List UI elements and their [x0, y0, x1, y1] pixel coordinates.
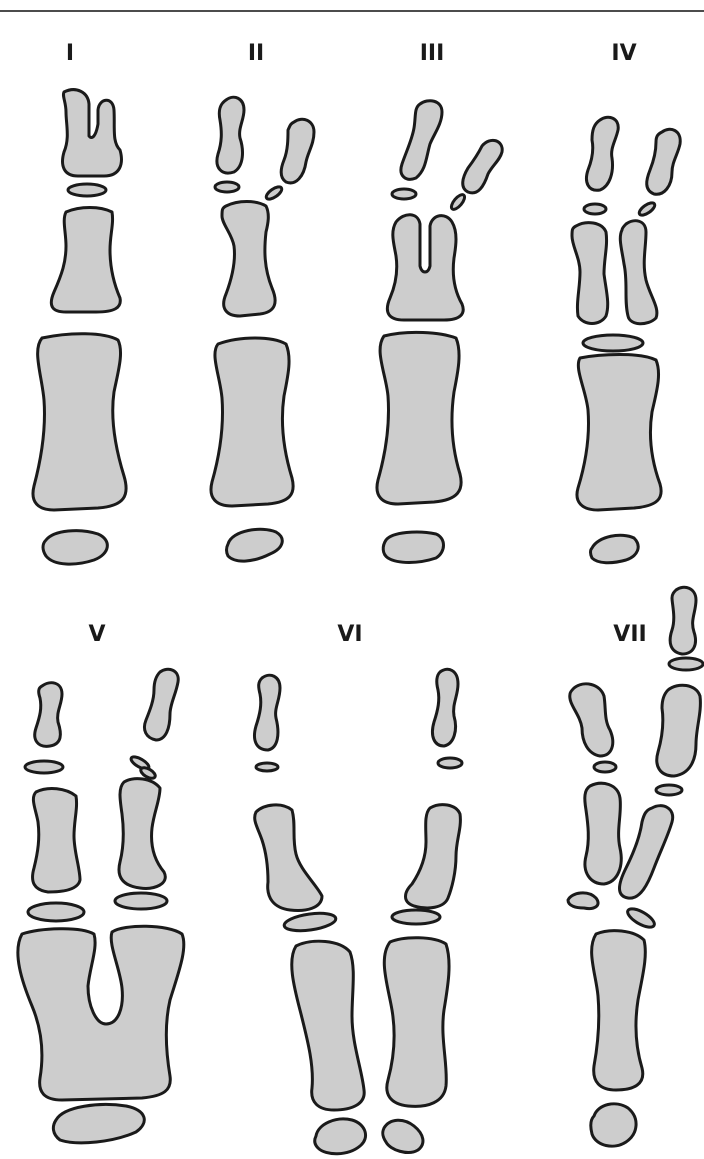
carpal-ulnar — [383, 1120, 423, 1152]
extra-phalanx — [657, 685, 701, 776]
panel-label-2: II — [248, 41, 264, 66]
distal-phalanx-bifid — [63, 90, 122, 176]
panel-2: II — [211, 41, 314, 561]
proximal-phalanx-bifid — [387, 215, 463, 320]
joint-space — [28, 903, 84, 921]
panel-3: III — [377, 41, 502, 563]
metacarpal-radial — [292, 941, 364, 1110]
proximal-phalanx — [51, 208, 120, 313]
distal-phalanx-ulnar — [647, 129, 680, 194]
joint-space — [392, 189, 416, 199]
metacarpal — [592, 931, 646, 1090]
joint-space — [584, 204, 606, 214]
panel-5: V — [18, 622, 184, 1143]
panel-label-3: III — [420, 41, 445, 66]
distal-phalanx-ulnar — [463, 140, 502, 193]
carpal — [383, 532, 443, 563]
distal-phalanx-ulnar — [281, 119, 314, 183]
joint-space — [215, 182, 239, 192]
distal-phalanx-radial — [35, 683, 62, 747]
joint-space — [392, 910, 440, 924]
proximal-phalanx-ulnar — [620, 221, 657, 324]
joint-space — [625, 905, 657, 930]
metacarpal — [211, 338, 293, 506]
panel-6: VI — [255, 622, 463, 1154]
carpal — [43, 531, 107, 564]
joint-space — [637, 201, 656, 218]
carpal — [591, 535, 639, 563]
metacarpal-bifid — [18, 926, 184, 1100]
carpal — [591, 1104, 636, 1146]
joint-space — [283, 910, 337, 933]
joint-space — [449, 193, 467, 212]
distal-phalanx-ulnar — [144, 669, 178, 740]
extra-distal-phalanx — [670, 587, 696, 654]
proximal-phalanx-radial — [585, 783, 621, 884]
metacarpal-ulnar — [384, 938, 449, 1107]
proximal-phalanx-ulnar — [620, 806, 673, 898]
distal-phalanx-radial — [217, 97, 244, 173]
proximal-phalanx-radial — [572, 223, 608, 324]
carpal-radial — [315, 1119, 366, 1154]
distal-phalanx-radial — [401, 101, 442, 180]
proximal-phalanx-radial — [255, 805, 322, 911]
panel-1: I — [33, 41, 126, 564]
proximal-phalanx — [222, 202, 275, 317]
joint-space — [583, 335, 643, 351]
panel-label-4: IV — [611, 41, 636, 66]
joint-space — [594, 762, 616, 772]
joint-space — [25, 761, 63, 773]
joint-space — [115, 893, 167, 909]
distal-phalanx-radial — [570, 684, 613, 756]
joint-space — [256, 763, 278, 771]
panel-label-5: V — [88, 622, 105, 647]
panel-label-6: VI — [337, 622, 362, 647]
distal-phalanx-radial — [587, 117, 619, 190]
metacarpal — [33, 334, 126, 510]
carpal — [53, 1105, 144, 1143]
proximal-phalanx-ulnar — [119, 779, 165, 889]
joint-space — [438, 758, 462, 768]
proximal-phalanx-radial — [33, 789, 80, 892]
metacarpal — [377, 332, 461, 504]
carpal-fragment — [568, 893, 598, 909]
panel-label-7: VII — [613, 622, 646, 647]
metacarpal — [577, 355, 661, 511]
joint-space — [669, 658, 703, 670]
panel-7: VII — [568, 587, 703, 1146]
joint-space — [264, 185, 283, 202]
panel-label-1: I — [66, 41, 74, 66]
distal-phalanx-ulnar — [432, 669, 458, 746]
joint-space — [68, 184, 106, 196]
panel-4: IV — [572, 41, 680, 563]
distal-phalanx-radial — [255, 675, 281, 750]
proximal-phalanx-ulnar — [406, 805, 461, 908]
joint-space — [656, 785, 682, 795]
carpal — [227, 529, 283, 561]
